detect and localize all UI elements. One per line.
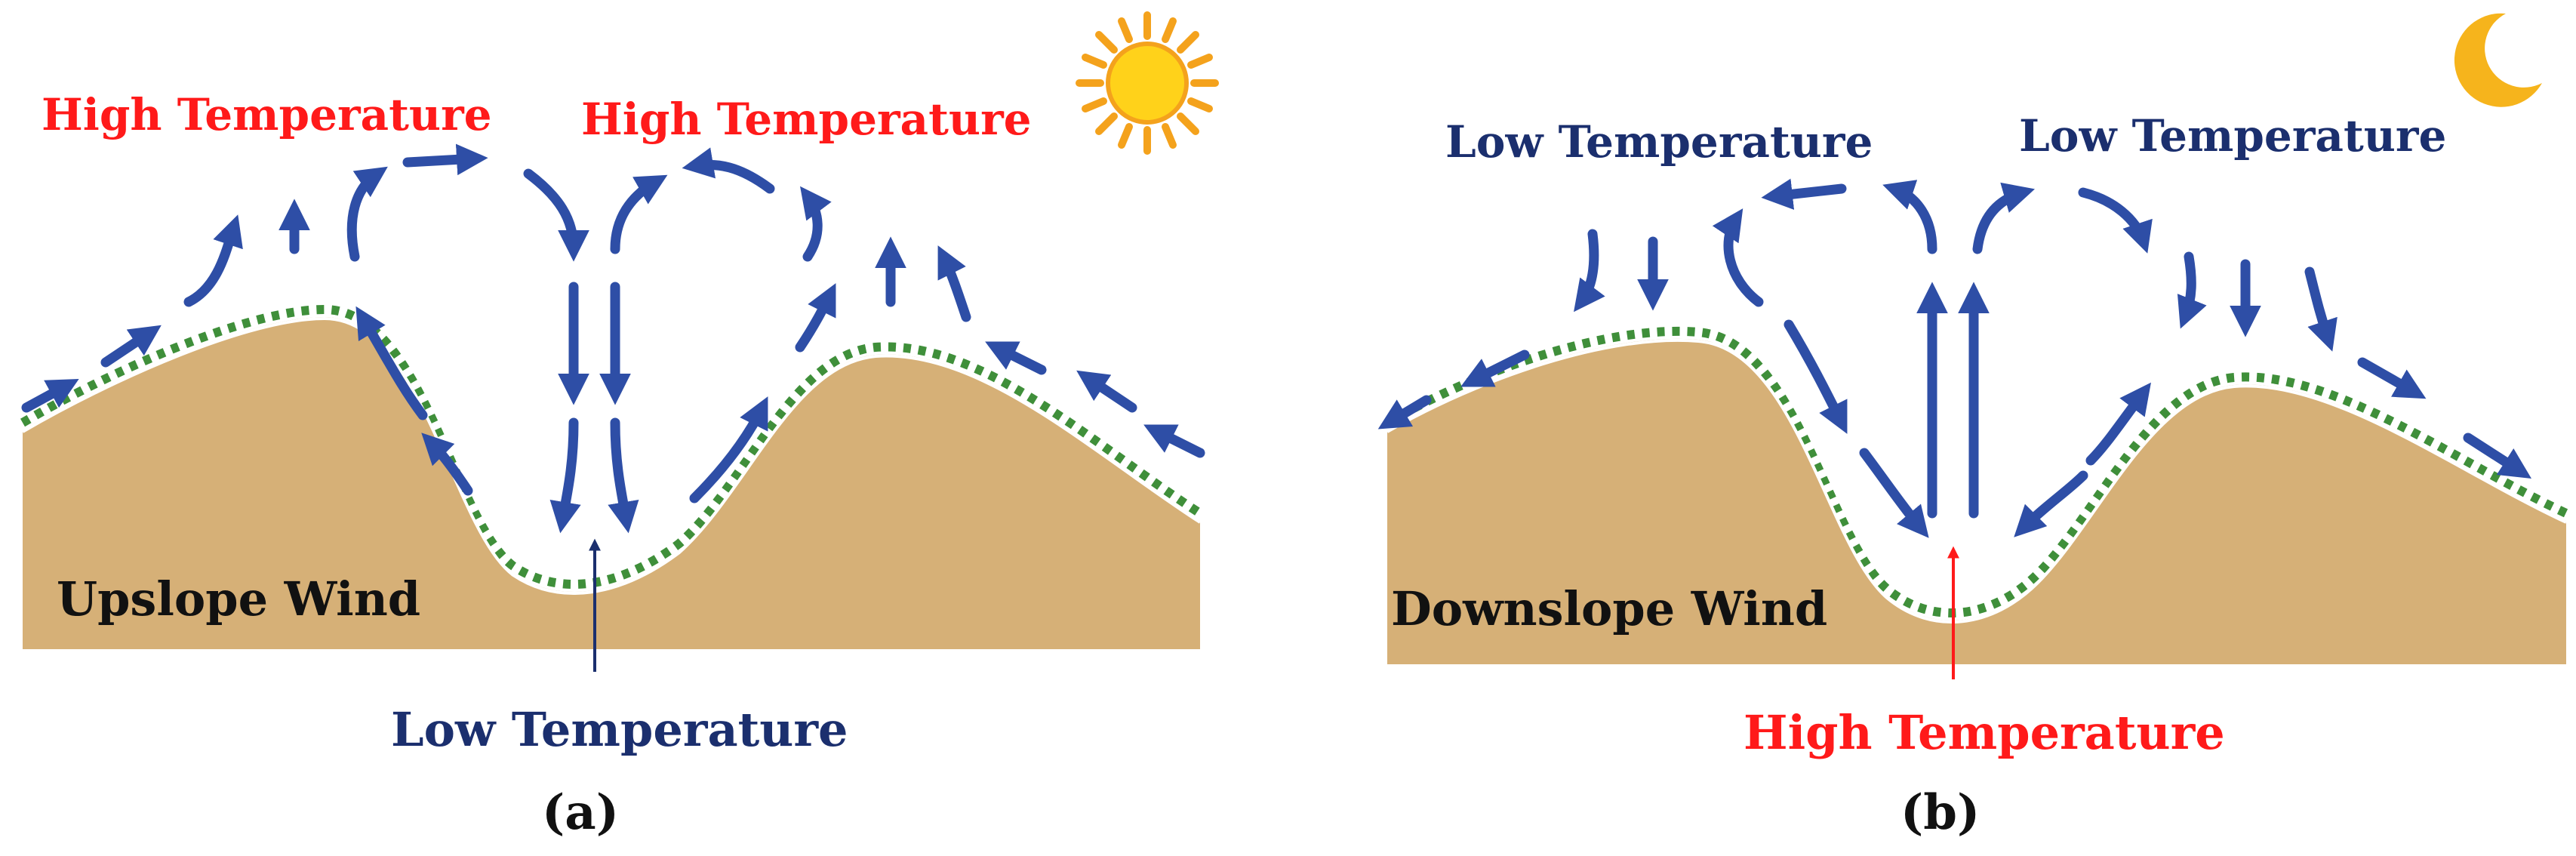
vegetation-line [1385,326,2568,618]
panel-b-top-left-label: Low Temperature [1445,116,1873,168]
panel-a-wind-label: Upslope Wind [57,571,420,627]
ground-terrain [1387,338,2566,664]
panel-a-top-right-label: High Temperature [581,94,1032,145]
panel-b-top-right-label: Low Temperature [2019,110,2446,162]
ground-terrain [23,317,1200,649]
wind-arrows [21,143,1205,534]
panel-b-bottom-label: High Temperature [1743,705,2225,760]
soil-edge [21,316,1202,595]
sun-icon [1076,11,1219,155]
panel-a-bottom-label: Low Temperature [391,702,848,757]
panel-a-top-left-label: High Temperature [42,89,492,140]
panel-a: High Temperature High Temperature Upslop… [20,11,1219,841]
panel-b-caption: (b) [1900,784,1980,841]
panel-a-caption: (a) [542,784,619,841]
vegetation-line [20,304,1203,589]
moon-icon [2454,13,2542,107]
wind-arrows [1377,178,2531,538]
panel-b-wind-label: Downslope Wind [1391,581,1827,636]
panel-b: Low Temperature Low Temperature Downslop… [1377,13,2568,841]
soil-edge [1386,338,2567,624]
